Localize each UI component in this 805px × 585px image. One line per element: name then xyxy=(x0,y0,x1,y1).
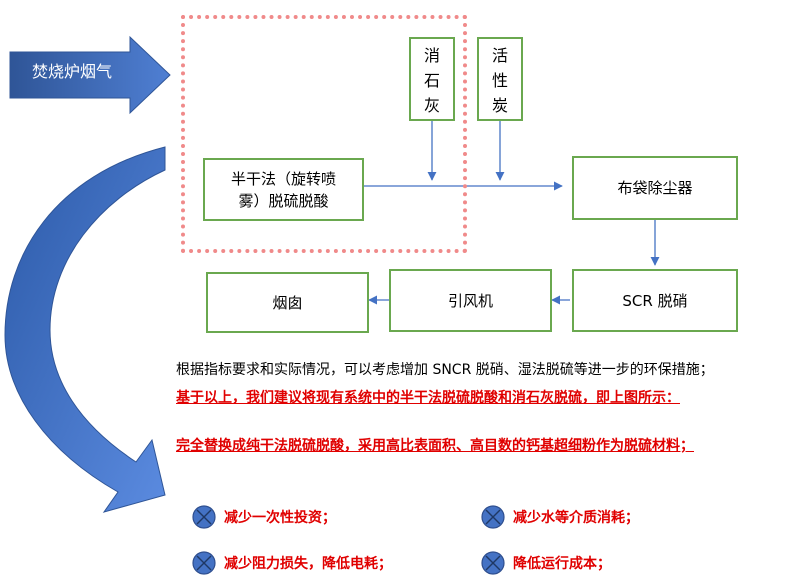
benefit-label: 减少阻力损失，降低电耗； xyxy=(224,556,392,572)
benefit-item: 降低运行成本； xyxy=(481,551,611,575)
box-induced-draft-fan: 引风机 xyxy=(389,269,552,332)
lime-char-1: 消 xyxy=(423,46,440,65)
box-semi-dry-label: 半干法（旋转喷雾）脱硫脱酸 xyxy=(230,169,336,210)
box-bag-filter-label: 布袋除尘器 xyxy=(617,179,693,197)
benefit-item: 减少阻力损失，降低电耗； xyxy=(192,551,392,575)
box-fan-label: 引风机 xyxy=(447,291,493,310)
box-activated-carbon: 活 性 炭 xyxy=(477,37,523,121)
box-bag-filter: 布袋除尘器 xyxy=(572,156,738,220)
lime-char-3: 灰 xyxy=(423,96,440,115)
carbon-char-3: 炭 xyxy=(491,96,508,115)
x-circle-icon xyxy=(192,551,216,575)
highlight-region xyxy=(181,15,467,253)
feed-arrow xyxy=(9,35,171,115)
x-circle-icon xyxy=(192,505,216,529)
box-semi-dry-desulfurization: 半干法（旋转喷雾）脱硫脱酸 xyxy=(203,158,364,221)
carbon-char-2: 性 xyxy=(491,71,508,90)
box-scr-denitration: SCR 脱硝 xyxy=(572,269,738,332)
box-scr-label: SCR 脱硝 xyxy=(622,291,688,310)
text-line-3: 完全替换成纯干法脱硫脱酸，采用高比表面积、高目数的钙基超细粉作为脱硫材料； xyxy=(176,438,694,454)
box-chimney: 烟囱 xyxy=(206,272,369,333)
lime-char-2: 石 xyxy=(423,71,440,90)
text-line-2: 基于以上，我们建议将现有系统中的半干法脱硫脱酸和消石灰脱硫，即上图所示： xyxy=(176,390,680,406)
box-chimney-label: 烟囱 xyxy=(272,293,303,312)
feed-label: 焚烧炉烟气 xyxy=(32,62,113,81)
box-slaked-lime: 消 石 灰 xyxy=(409,37,455,121)
x-circle-icon xyxy=(481,505,505,529)
x-circle-icon xyxy=(481,551,505,575)
benefit-item: 减少一次性投资； xyxy=(192,505,336,529)
benefit-label: 减少一次性投资； xyxy=(224,510,336,526)
benefit-label: 减少水等介质消耗； xyxy=(513,510,639,526)
curved-arrow xyxy=(4,146,166,513)
benefit-item: 减少水等介质消耗； xyxy=(481,505,639,529)
carbon-char-1: 活 xyxy=(491,46,508,65)
text-line-1: 根据指标要求和实际情况，可以考虑增加 SNCR 脱硝、湿法脱硫等进一步的环保措施… xyxy=(176,362,714,378)
benefit-label: 降低运行成本； xyxy=(513,556,611,572)
